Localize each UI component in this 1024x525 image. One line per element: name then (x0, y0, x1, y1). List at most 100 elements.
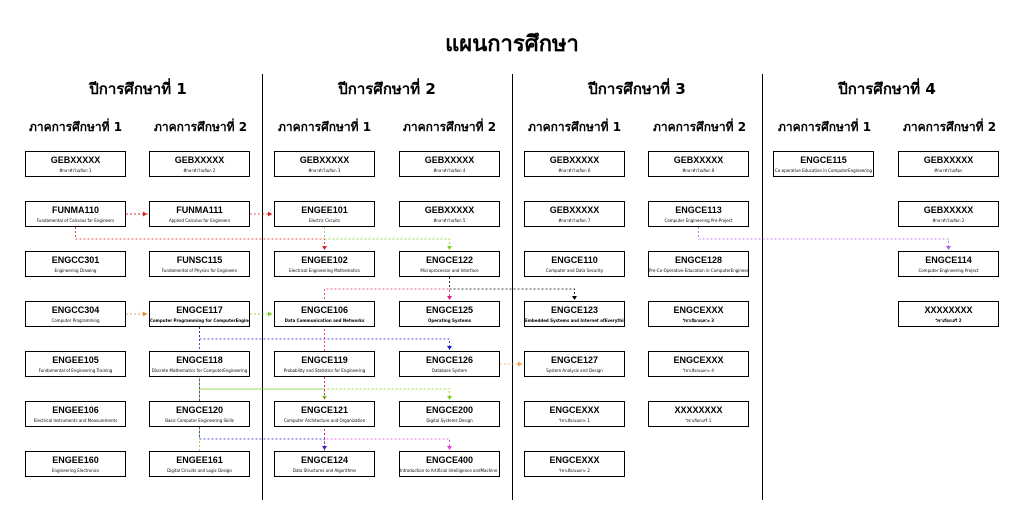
course-name: Fundamental of Calculus for Engineers (36, 218, 115, 223)
course-name: Embedded Systems and Internet ofEverythi… (525, 318, 625, 323)
course-code: GEBXXXXX (299, 155, 350, 165)
course-code: GEBXXXXX (673, 155, 724, 165)
year-divider (262, 74, 263, 500)
course-code: ENGCE126 (425, 355, 474, 365)
course-box: GEBXXXXX ศึกษาทั่วไปเลือก 1 (25, 151, 126, 177)
year-3-title: ปีการศึกษาที่ 3 (588, 80, 686, 98)
course-code: ENGCE125 (425, 305, 474, 315)
course-code: ENGCEXXX (549, 455, 600, 465)
course-name: ศึกษาทั่วไปเลือก 2 (932, 218, 965, 223)
course-box: ENGCEXXX วิชาเลือกเฉพาะ 4 (648, 351, 749, 377)
course-code: XXXXXXXX (674, 405, 723, 415)
semester-title: ภาคการศึกษาที่ 2 (153, 120, 248, 134)
course-name: ศึกษาทั่วไปเลือก 5 (433, 218, 466, 223)
arrow-head (518, 361, 522, 367)
course-name: Engineering Drawing (54, 268, 97, 273)
course-code: ENGEE161 (176, 455, 223, 465)
arrow-head (946, 246, 951, 250)
course-name: ศึกษาทั่วไปเลือก 7 (558, 218, 591, 223)
course-name: Database System (431, 368, 468, 373)
course-name: Digital Circuits and Logic Design (167, 468, 232, 473)
course-name: Engineering Electronics (51, 468, 100, 473)
course-name: Computer Programming (51, 318, 100, 323)
arrow-head (447, 396, 452, 400)
course-name: ศึกษาทั่วไปเลือก 2 (183, 168, 216, 173)
course-name: Fundamental of Engineering Training (38, 368, 113, 373)
course-code: GEBXXXXX (50, 155, 101, 165)
year-divider (512, 74, 513, 500)
course-name: ศึกษาทั่วไปเลือก 6 (558, 168, 591, 173)
course-name: Applied Calculus for Engineers (168, 218, 231, 223)
arrow-head (143, 211, 147, 217)
course-code: ENGCE114 (925, 255, 972, 265)
course-name: Electric Circuits (308, 218, 341, 223)
arrow-head (447, 296, 452, 300)
course-code: FUNSC115 (176, 255, 223, 265)
course-code: ENGEE105 (52, 355, 99, 365)
course-code: ENGCE200 (425, 405, 474, 415)
prerequisite-arrow (324, 227, 450, 249)
course-code: ENGCE400 (425, 455, 474, 465)
course-code: ENGCE119 (301, 355, 348, 365)
course-name: Computer Programming for ComputerEnginee… (150, 318, 250, 323)
course-name: วิชาเลือกเฉพาะ 2 (559, 468, 590, 473)
arrow-head (447, 246, 452, 250)
arrow-head (322, 246, 327, 250)
course-name: Electrical Instruments and Measurements (33, 418, 118, 423)
course-code: FUNMA110 (51, 205, 99, 215)
course-code: ENGCE113 (675, 205, 722, 215)
course-code: ENGEE101 (301, 205, 348, 215)
course-code: GEBXXXXX (923, 205, 974, 215)
course-name: Data Structures and Algorithms (292, 468, 357, 473)
course-code: ENGEE106 (52, 405, 99, 415)
course-name: Co-operative Education in ComputerEngine… (774, 168, 873, 173)
semester-title: ภาคการศึกษาที่ 1 (527, 120, 622, 134)
course-code: ENGCE120 (175, 405, 224, 415)
course-name: ศึกษาทั่วไปเลือก 1 (59, 168, 92, 173)
course-code: ENGCE121 (300, 405, 349, 415)
semester-title: ภาคการศึกษาที่ 1 (277, 120, 372, 134)
year-divider (762, 74, 763, 500)
course-code: ENGCE127 (550, 355, 599, 365)
prerequisite-arrow (75, 227, 325, 249)
course-name: วิชาเลือกเฉพาะ 4 (683, 368, 714, 373)
arrow-head (447, 346, 452, 350)
course-name: Operating Systems (427, 318, 472, 323)
course-name: Electrical Engineering Mathematics (289, 268, 360, 273)
course-name: วิชาเลือกเฉพาะ 3 (682, 318, 715, 323)
year-1-title: ปีการศึกษาที่ 1 (89, 80, 187, 98)
course-code: GEBXXXXX (549, 205, 600, 215)
course-code: XXXXXXXX (924, 305, 973, 315)
course-name: Data Communication and Networks (284, 318, 365, 323)
course-name: Computer Engineering Project (918, 268, 979, 273)
arrow-head (268, 211, 272, 217)
course-name: Digital Systems Design (426, 418, 473, 423)
year-4-title: ปีการศึกษาที่ 4 (838, 80, 936, 98)
course-code: ENGCEXXX (673, 355, 724, 365)
course-code: ENGCE123 (550, 305, 599, 315)
course-code: ENGEE160 (52, 455, 99, 465)
